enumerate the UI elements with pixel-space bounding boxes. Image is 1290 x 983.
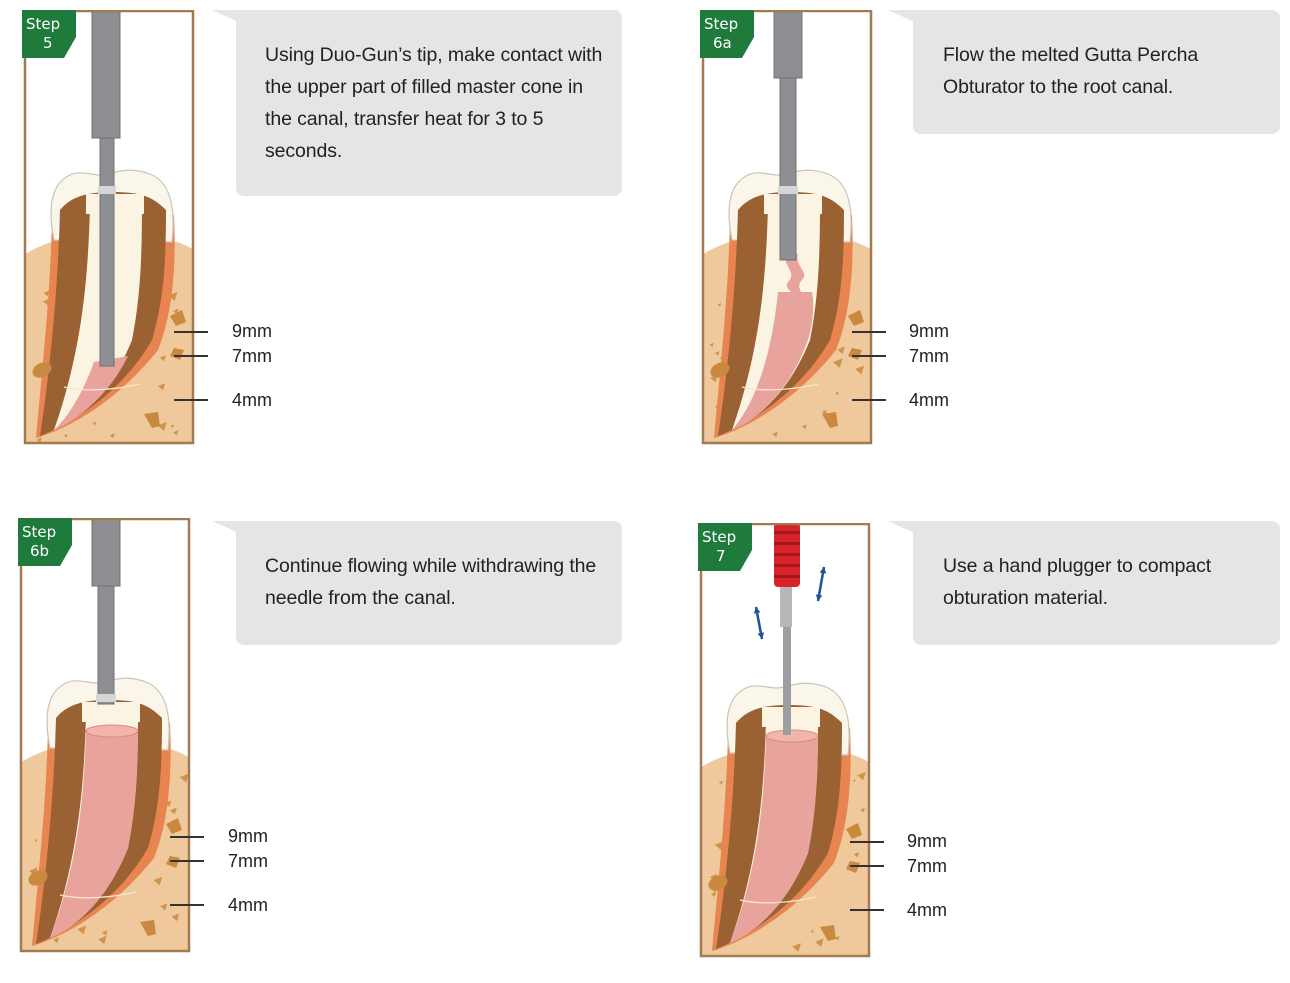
instruction-callout: Use a hand plugger to compact obturation… (888, 521, 1288, 721)
plugger-grip-ridge (774, 564, 800, 567)
depth-label-7mm: 7mm (228, 851, 268, 871)
step-panel: Step 6b 9mm 7mm 4mm Continue flowing whi… (18, 518, 658, 978)
depth-label-4mm: 4mm (909, 390, 949, 410)
plugger-grip-ridge (774, 575, 800, 578)
depth-markers (698, 833, 838, 933)
flow-needle (780, 78, 796, 260)
plugger-grip-ridge (774, 531, 800, 534)
depth-tick-7mm (850, 865, 884, 867)
depth-label-4mm: 4mm (907, 900, 947, 920)
instruction-callout: Flow the melted Gutta Percha Obturator t… (888, 10, 1288, 210)
instruction-text: Use a hand plugger to compact obturation… (943, 550, 1263, 614)
flow-needle (98, 586, 114, 704)
depth-label-4mm: 4mm (232, 390, 272, 410)
instruction-text: Using Duo-Gun’s tip, make contact with t… (265, 39, 605, 167)
step-badge-word: Step (704, 16, 738, 33)
instruction-callout: Continue flowing while withdrawing the n… (212, 521, 632, 721)
pulp-chamber (86, 194, 144, 214)
step-badge-word: Step (22, 524, 56, 541)
plugger-shaft (783, 627, 791, 735)
depth-label-7mm: 7mm (907, 856, 947, 876)
heat-gun-shaft (92, 10, 120, 138)
gutta-percha-top (766, 730, 818, 742)
instruction-callout: Using Duo-Gun’s tip, make contact with t… (212, 10, 632, 210)
pulp-chamber (82, 702, 140, 722)
step-badge-number: 6a (713, 35, 732, 52)
depth-label-9mm: 9mm (228, 826, 268, 846)
depth-label-7mm: 7mm (232, 346, 272, 366)
instruction-text: Flow the melted Gutta Percha Obturator t… (943, 39, 1243, 103)
depth-tick-7mm (852, 355, 886, 357)
flow-gun-body (92, 518, 120, 586)
depth-label-9mm: 9mm (909, 321, 949, 341)
depth-tick-7mm (170, 860, 204, 862)
depth-tick-7mm (174, 355, 208, 357)
depth-tick-9mm (174, 331, 208, 333)
depth-tick-9mm (852, 331, 886, 333)
step-badge: Step 6a (700, 10, 754, 58)
depth-tick-4mm (174, 399, 208, 401)
tip-collar (98, 186, 116, 194)
depth-markers (22, 320, 162, 420)
plugger-neck (780, 587, 792, 627)
gutta-percha-top (86, 725, 138, 737)
step-badge: Step 6b (18, 518, 72, 566)
step-badge: Step 5 (22, 10, 76, 58)
depth-tick-9mm (170, 836, 204, 838)
instruction-text: Continue flowing while withdrawing the n… (265, 550, 615, 614)
depth-tick-4mm (850, 909, 884, 911)
depth-tick-4mm (852, 399, 886, 401)
depth-label-9mm: 9mm (907, 831, 947, 851)
depth-label-4mm: 4mm (228, 895, 268, 915)
flow-gun-body (774, 10, 802, 78)
step-badge-word: Step (702, 529, 736, 546)
needle-collar (778, 186, 798, 194)
depth-tick-4mm (170, 904, 204, 906)
plugger-grip-ridge (774, 553, 800, 556)
step-badge-word: Step (26, 16, 60, 33)
step-badge-number: 5 (43, 35, 53, 52)
depth-label-7mm: 7mm (909, 346, 949, 366)
depth-markers (700, 320, 840, 420)
depth-tick-9mm (850, 841, 884, 843)
plugger-grip-ridge (774, 542, 800, 545)
depth-markers (18, 828, 158, 928)
step-panel: Step 7 9mm 7mm 4mm Use a hand plugger to… (698, 523, 1290, 983)
step-badge-number: 6b (30, 543, 49, 560)
depth-label-9mm: 9mm (232, 321, 272, 341)
step-panel: Step 6a 9mm 7mm 4mm Flow the melted Gutt… (700, 10, 1290, 470)
step-panel: Step 5 9mm 7mm 4mm Using Duo-Gun’s tip, … (22, 10, 662, 470)
step-badge-number: 7 (716, 548, 726, 565)
needle-collar (96, 694, 116, 702)
step-badge: Step 7 (698, 523, 752, 571)
